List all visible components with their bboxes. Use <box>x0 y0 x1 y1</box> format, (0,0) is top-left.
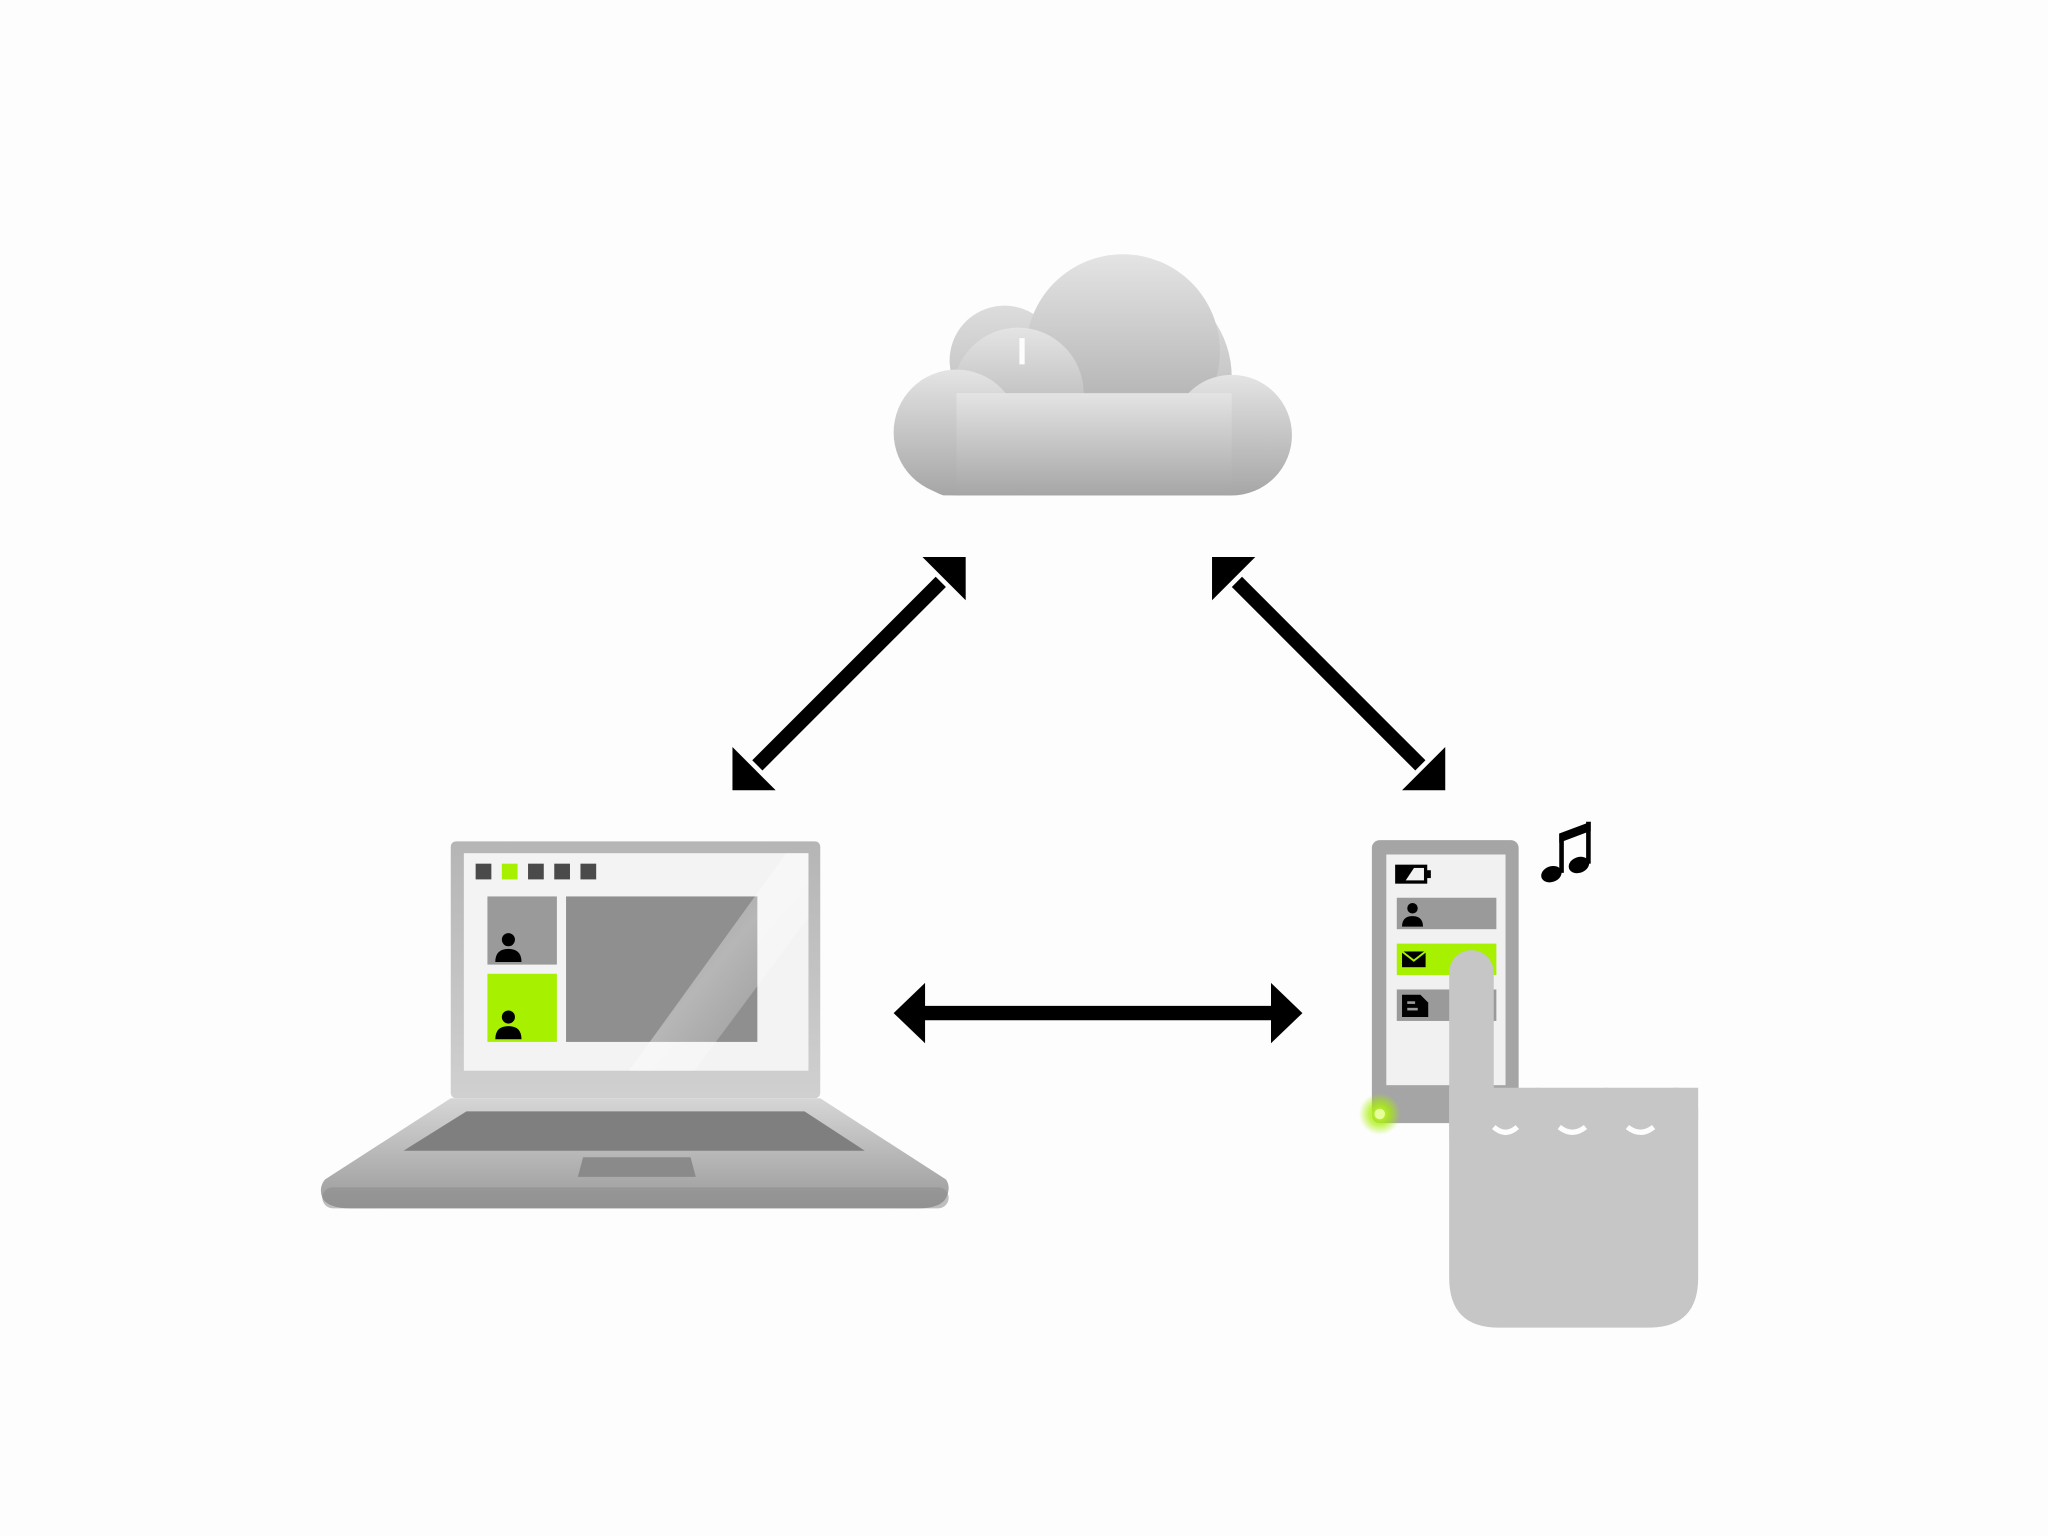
laptop-toolbar-square <box>476 864 492 880</box>
laptop-toolbar-square-active <box>502 864 518 880</box>
arrow-laptop-phone <box>894 983 1303 1043</box>
laptop-toolbar-square <box>528 864 544 880</box>
notification-led <box>1359 1093 1401 1135</box>
laptop-icon <box>321 841 949 1208</box>
arrow-laptop-cloud <box>732 557 965 790</box>
mail-icon <box>1402 951 1426 967</box>
laptop-toolbar-square <box>554 864 570 880</box>
laptop-toolbar-square <box>580 864 596 880</box>
cloud-icon <box>894 254 1292 495</box>
music-note-icon <box>1539 822 1592 885</box>
arrow-phone-cloud <box>1212 557 1445 790</box>
pointing-hand-icon <box>1449 950 1698 1327</box>
